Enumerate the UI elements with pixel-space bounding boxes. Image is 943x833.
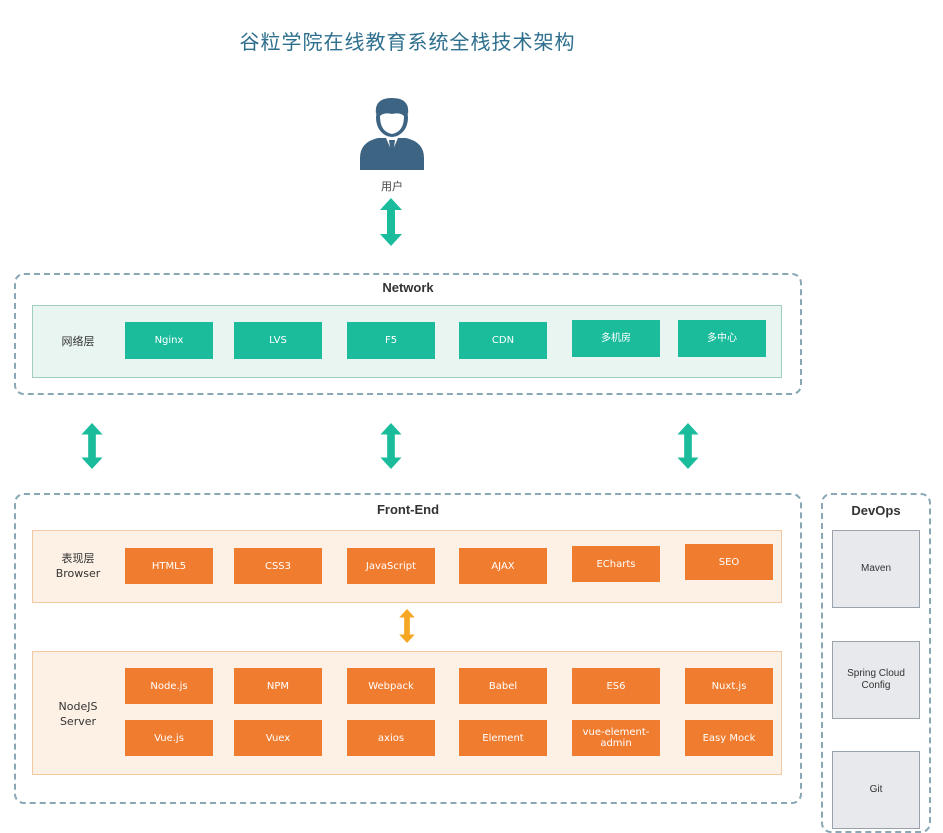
browser-tile-ajax: AJAX <box>459 548 547 584</box>
user-icon <box>360 98 424 170</box>
server-tile-vuex: Vuex <box>234 720 322 756</box>
frontend-group <box>14 493 802 804</box>
network-tile-lvs: LVS <box>234 322 322 359</box>
devops-item-git: Git <box>832 751 920 829</box>
diagram-title: 谷粒学院在线教育系统全栈技术架构 <box>239 30 576 54</box>
server-tile-easy-mock: Easy Mock <box>685 720 773 756</box>
network-layer-label: 网络层 <box>61 335 95 348</box>
devops-item-spring-cloud-config: Spring Cloud Config <box>832 641 920 719</box>
double-arrow-icon <box>380 198 402 246</box>
double-arrow-icon <box>677 423 699 469</box>
network-tile-nginx: Nginx <box>125 322 213 359</box>
server-tile-nuxtjs: Nuxt.js <box>685 668 773 704</box>
browser-layer-label-line2: Browser <box>55 567 101 580</box>
network-tile-multi-datacenter: 多机房 <box>572 320 660 357</box>
double-arrow-icon <box>399 609 415 643</box>
network-tile-f5: F5 <box>347 322 435 359</box>
browser-tile-echarts: ECharts <box>572 546 660 582</box>
double-arrow-icon <box>81 423 103 469</box>
devops-title: DevOps <box>851 503 901 518</box>
server-tile-vue-element-admin: vue-element-admin <box>572 720 660 756</box>
browser-tile-javascript: JavaScript <box>347 548 435 584</box>
browser-layer-label-line1: 表现层 <box>61 552 95 565</box>
server-tile-webpack: Webpack <box>347 668 435 704</box>
frontend-title: Front-End <box>376 502 440 517</box>
network-tile-cdn: CDN <box>459 322 547 359</box>
double-arrow-icon <box>380 423 402 469</box>
user-label: 用户 <box>381 180 403 193</box>
browser-tile-seo: SEO <box>685 544 773 580</box>
server-tile-element: Element <box>459 720 547 756</box>
server-tile-vuejs: Vue.js <box>125 720 213 756</box>
browser-tile-css3: CSS3 <box>234 548 322 584</box>
server-tile-es6: ES6 <box>572 668 660 704</box>
server-tile-babel: Babel <box>459 668 547 704</box>
server-layer-label-line2: Server <box>59 715 97 728</box>
server-tile-npm: NPM <box>234 668 322 704</box>
server-tile-axios: axios <box>347 720 435 756</box>
network-group <box>14 273 802 395</box>
devops-item-maven: Maven <box>832 530 920 608</box>
server-tile-nodejs: Node.js <box>125 668 213 704</box>
server-layer-label-line1: NodeJS <box>58 700 98 713</box>
browser-tile-html5: HTML5 <box>125 548 213 584</box>
network-tile-multi-center: 多中心 <box>678 320 766 357</box>
network-title: Network <box>382 280 434 295</box>
